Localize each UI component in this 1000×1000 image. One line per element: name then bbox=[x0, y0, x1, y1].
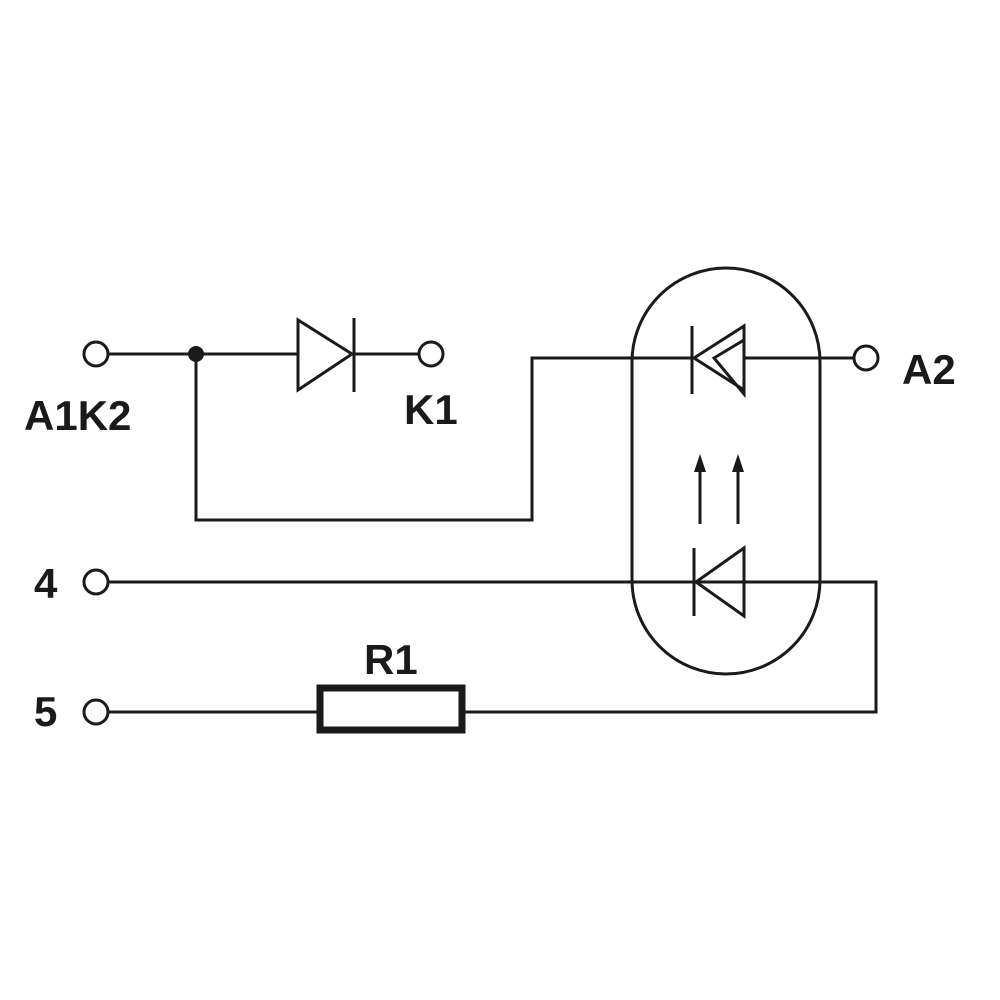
label-r1: R1 bbox=[364, 636, 418, 683]
terminal-a1k2 bbox=[82, 340, 110, 368]
terminal-pin5 bbox=[82, 698, 110, 726]
diode-d1-triangle bbox=[296, 317, 355, 393]
wire-node-to-thyristor bbox=[194, 352, 694, 522]
light-arrow-right-head bbox=[732, 454, 744, 472]
thyristor-triangle-1 bbox=[691, 323, 746, 393]
wire-pin4-loop bbox=[106, 580, 878, 714]
label-pin4: 4 bbox=[34, 560, 58, 607]
thyristor-triangle-2 bbox=[711, 337, 746, 399]
optothyristor bbox=[690, 323, 860, 399]
optocoupler-enclosure bbox=[630, 266, 822, 676]
light-arrow-left-head bbox=[694, 454, 706, 472]
diode-branch bbox=[106, 317, 420, 393]
optical-arrows bbox=[694, 454, 744, 524]
label-pin5: 5 bbox=[34, 688, 57, 735]
resistor-r1 bbox=[316, 684, 466, 734]
label-a2: A2 bbox=[902, 346, 956, 393]
terminal-a2 bbox=[852, 344, 880, 372]
terminal-pin4 bbox=[82, 568, 110, 596]
label-k1: K1 bbox=[404, 386, 458, 433]
label-a1k2: A1K2 bbox=[24, 392, 131, 439]
terminal-k1 bbox=[417, 340, 445, 368]
